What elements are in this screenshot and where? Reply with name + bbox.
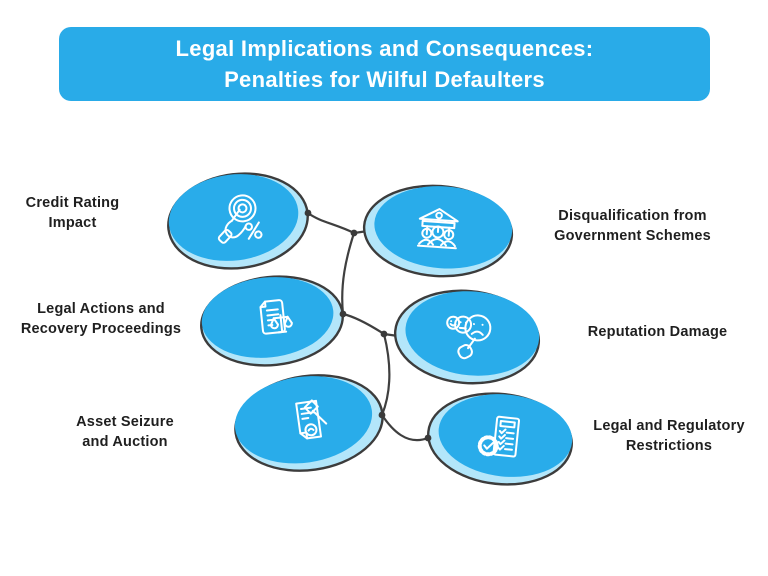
connector-3 [341, 312, 386, 336]
document-scales-icon [259, 299, 293, 335]
document-gavel-icon [295, 399, 328, 440]
tap-percent-icon [217, 194, 263, 244]
junction-dot [380, 330, 388, 338]
node-label-disqualification-government-schemes: Disqualification from Government Schemes [554, 208, 711, 244]
title-line-2: Penalties for Wilful Defaulters [224, 67, 545, 92]
connector-5 [380, 413, 430, 442]
node-label-asset-seizure-auction: Asset Seizure and Auction [76, 414, 174, 450]
connector-2 [341, 231, 356, 316]
connector-1 [306, 211, 356, 235]
node-label-credit-rating-impact: Credit Rating Impact [25, 195, 120, 231]
node-blob-credit-rating-impact [167, 172, 309, 270]
node-blob-legal-regulatory-restrictions [427, 392, 573, 486]
blob-highlight [201, 277, 334, 358]
node-label-legal-regulatory-restrictions: Legal and Regulatory Restrictions [593, 418, 745, 454]
faces-pointing-hand-icon [446, 314, 492, 360]
connector-4 [380, 332, 391, 417]
junction-dot [350, 229, 358, 237]
junction-dots [304, 209, 432, 442]
title-line-1: Legal Implications and Consequences: [175, 36, 594, 61]
title-banner: Legal Implications and Consequences: Pen… [59, 27, 710, 101]
node-blob-disqualification-government-schemes [362, 184, 514, 278]
node-blob-legal-actions-recovery [200, 275, 344, 367]
node-label-reputation-damage: Reputation Damage [587, 324, 728, 340]
junction-dot [304, 209, 312, 217]
node-label-legal-actions-recovery: Legal Actions and Recovery Proceedings [20, 301, 182, 337]
checklist-seal-icon [477, 415, 521, 458]
government-building-icon [416, 208, 459, 250]
node-blob-reputation-damage [393, 289, 541, 385]
node-blob-asset-seizure-auction [234, 374, 384, 472]
junction-dot [424, 434, 432, 442]
junction-dot [378, 411, 386, 419]
junction-dot [339, 310, 347, 318]
